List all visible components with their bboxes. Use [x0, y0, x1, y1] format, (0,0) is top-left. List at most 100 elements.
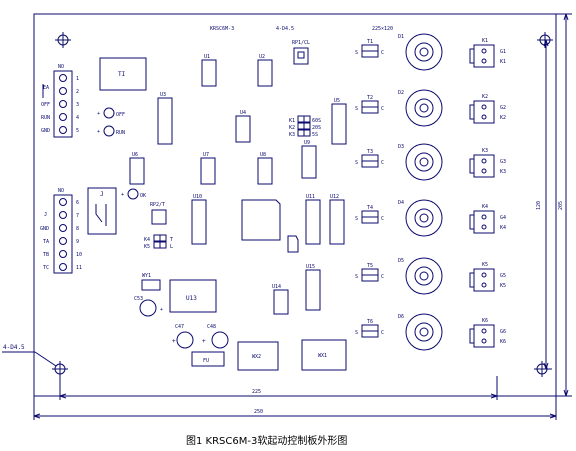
svg-text:250: 250 [254, 409, 263, 415]
channel-5-g-label: G5 [500, 273, 506, 279]
ic-u2: U2 [257, 54, 273, 87]
pin-num-2: 2 [76, 89, 79, 95]
pin-label-tb: TB [43, 252, 49, 258]
svg-text:U11: U11 [306, 194, 315, 200]
channel-5-output-connector [473, 268, 495, 292]
transistor [287, 235, 299, 253]
svg-text:U4: U4 [240, 110, 246, 116]
cap-c48 [211, 331, 229, 349]
channel-3-t-label: T3 [367, 149, 373, 155]
channel-6-t-label: T6 [367, 319, 373, 325]
svg-text:120: 120 [536, 201, 542, 210]
svg-text:U9: U9 [304, 140, 310, 146]
channel-2-g-label: G2 [500, 105, 506, 111]
dimension-height-outer: 205 [556, 13, 572, 397]
channel-5-d-label: D5 [398, 258, 404, 264]
channel-6-output-connector [473, 324, 495, 348]
ic-u11: U11 [305, 194, 321, 245]
cap-c48-label: C48 [207, 324, 216, 330]
channel-4-s-label: S [355, 216, 358, 222]
channel-5-s-label: S [355, 274, 358, 280]
ic-u1: U1 [201, 54, 217, 87]
channel-6-pulse-transformer [405, 313, 443, 351]
pin-num-11: 11 [76, 265, 82, 271]
channel-5-pulse-transformer [405, 257, 443, 295]
svg-text:K1: K1 [289, 118, 295, 124]
svg-text:WX2: WX2 [252, 354, 261, 360]
channel-1-k-label: K1 [500, 59, 506, 65]
channel-5-out-label: K5 [482, 262, 488, 268]
connector-top-header: NO [58, 64, 64, 70]
channel-4-output-connector [473, 210, 495, 234]
channel-3-s-label: S [355, 160, 358, 166]
fuse [191, 351, 225, 367]
cap-c53 [139, 299, 157, 317]
channel-1-c-label: C [381, 50, 384, 56]
channel-4-g-label: G4 [500, 215, 506, 221]
svg-text:U10: U10 [193, 194, 202, 200]
channel-1-s-label: S [355, 50, 358, 56]
connector-top-pins [59, 74, 67, 134]
svg-text:+: + [202, 338, 206, 345]
svg-text:RUN: RUN [116, 130, 125, 136]
svg-text:U14: U14 [272, 284, 281, 290]
channel-6-g-label: G6 [500, 329, 506, 335]
led-run: + RUN [97, 125, 125, 137]
board-model-label: KRSC6M-3 [210, 26, 234, 32]
jumper-k1-k3: K1 K2 K3 60S 20S 5S [289, 115, 321, 138]
channel-2-s-label: S [355, 106, 358, 112]
channel-4-t-label: T4 [367, 205, 373, 211]
ic-u5: U5 [331, 98, 347, 145]
mount-hole-label-top: 4-D4.5 [276, 26, 294, 32]
ic-u13 [169, 279, 217, 313]
pin-label-gnd: GND [41, 128, 50, 134]
channel-2-out-label: K2 [482, 94, 488, 100]
channel-4-c-label: C [381, 216, 384, 222]
cap-c53-label: C53 [134, 296, 143, 302]
ic-u9: U9 [301, 140, 317, 179]
svg-text:U7: U7 [203, 152, 209, 158]
ic-u12: U12 [329, 194, 345, 245]
channel-6-d-label: D6 [398, 314, 404, 320]
ic-u8: U8 [257, 152, 273, 185]
trimmer-rp1 [293, 47, 309, 65]
channel-3-output-connector [473, 154, 495, 178]
svg-text:U12: U12 [330, 194, 339, 200]
pin-num-10: 10 [76, 252, 82, 258]
pin-label-ta: TA [43, 239, 49, 245]
svg-text:U1: U1 [204, 54, 210, 60]
svg-text:+: + [121, 192, 124, 198]
channel-4-pulse-transformer [405, 199, 443, 237]
svg-text:L: L [170, 244, 173, 250]
dimension-height-inner: 120 [536, 39, 552, 370]
channel-2-d-label: D2 [398, 90, 404, 96]
channel-4-out-label: K4 [482, 204, 488, 210]
processor-chip [241, 199, 281, 241]
svg-text:K5: K5 [144, 244, 150, 250]
svg-text:U15: U15 [306, 264, 315, 270]
pin-num-7: 7 [76, 213, 79, 219]
trimmer-rp1-label: RP1/CL [292, 40, 310, 46]
pin-num-4: 4 [76, 115, 79, 121]
ic-u3: U3 [157, 92, 173, 145]
svg-text:U8: U8 [260, 152, 266, 158]
relay-j [87, 187, 117, 235]
pin-num-9: 9 [76, 239, 79, 245]
pin-label-ea: EA [43, 85, 49, 91]
channel-2-k-label: K2 [500, 115, 506, 121]
svg-text:K4: K4 [144, 237, 150, 243]
channel-6-out-label: K6 [482, 318, 488, 324]
ic-u10: U10 [191, 194, 207, 245]
connector-bottom-pins [59, 198, 67, 271]
channel-2-output-connector [473, 100, 495, 124]
channel-2-c-label: C [381, 106, 384, 112]
svg-text:T: T [170, 237, 173, 243]
pin-label-j: J [44, 212, 47, 218]
mount-hole-label-left: 4-D4.5 [3, 344, 25, 351]
channel-2-pulse-transformer [405, 89, 443, 127]
svg-text:U6: U6 [132, 152, 138, 158]
svg-text:60S: 60S [312, 118, 321, 124]
pin-num-1: 1 [76, 76, 79, 82]
